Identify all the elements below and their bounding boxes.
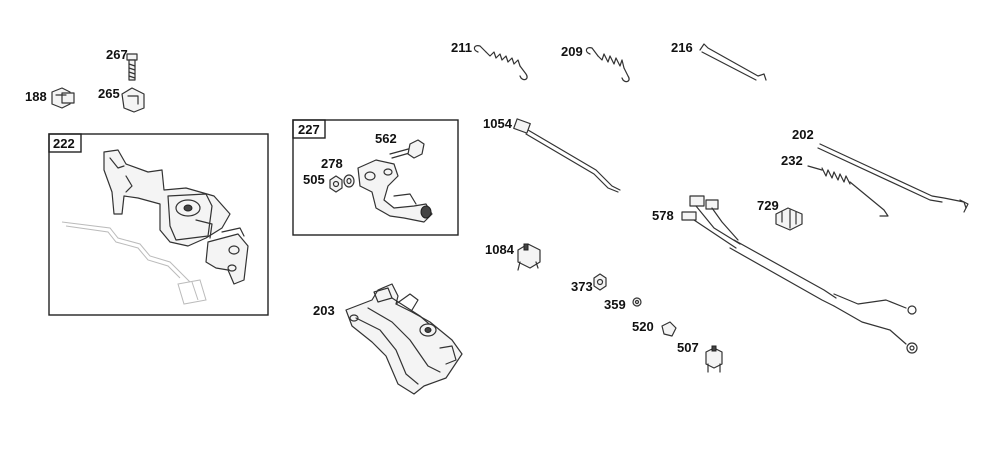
box-label-222: 222 bbox=[53, 136, 75, 151]
part-562-bolt bbox=[389, 139, 425, 159]
callout-578: 578 bbox=[652, 208, 674, 223]
part-373-nut bbox=[593, 273, 607, 291]
callout-209: 209 bbox=[561, 44, 583, 59]
callout-265: 265 bbox=[98, 86, 120, 101]
assembly-box-222: 222 bbox=[48, 133, 269, 316]
part-505-nut bbox=[329, 175, 343, 193]
part-232-spring-rod bbox=[807, 165, 889, 217]
part-578-wire-harness bbox=[681, 195, 918, 354]
callout-505: 505 bbox=[303, 172, 325, 187]
part-203-control-bracket bbox=[345, 283, 463, 395]
part-211-spring bbox=[473, 45, 528, 81]
part-507-switch bbox=[705, 345, 723, 373]
part-278-washer bbox=[343, 174, 355, 188]
box-label-227: 227 bbox=[298, 122, 320, 137]
callout-562: 562 bbox=[375, 131, 397, 146]
part-1054-cable-tie bbox=[513, 118, 621, 193]
part-216-rod bbox=[699, 43, 767, 81]
callout-520: 520 bbox=[632, 319, 654, 334]
part-359-washer bbox=[632, 297, 642, 307]
part-267-bolt bbox=[126, 53, 138, 81]
part-520-clip bbox=[661, 321, 677, 337]
part-209-spring bbox=[585, 47, 630, 83]
callout-359: 359 bbox=[604, 297, 626, 312]
part-188-screw bbox=[51, 87, 75, 109]
callout-216: 216 bbox=[671, 40, 693, 55]
callout-232: 232 bbox=[781, 153, 803, 168]
callout-203: 203 bbox=[313, 303, 335, 318]
callout-211: 211 bbox=[451, 40, 472, 55]
callout-507: 507 bbox=[677, 340, 699, 355]
part-265-clip bbox=[121, 87, 145, 113]
part-729-connector bbox=[775, 207, 803, 231]
callout-278: 278 bbox=[321, 156, 343, 171]
callout-1054: 1054 bbox=[483, 116, 513, 131]
callout-1084: 1084 bbox=[485, 242, 515, 257]
callout-267: 267 bbox=[106, 47, 128, 62]
callout-202: 202 bbox=[792, 127, 814, 142]
assembly-box-227: 227 562 278 505 bbox=[292, 119, 459, 236]
part-1084-switch bbox=[517, 243, 541, 271]
part-202-rod bbox=[817, 143, 969, 213]
part-227-lever-arm bbox=[357, 159, 433, 223]
callout-729: 729 bbox=[757, 198, 779, 213]
callout-188: 188 bbox=[25, 89, 47, 104]
callout-373: 373 bbox=[571, 279, 593, 294]
